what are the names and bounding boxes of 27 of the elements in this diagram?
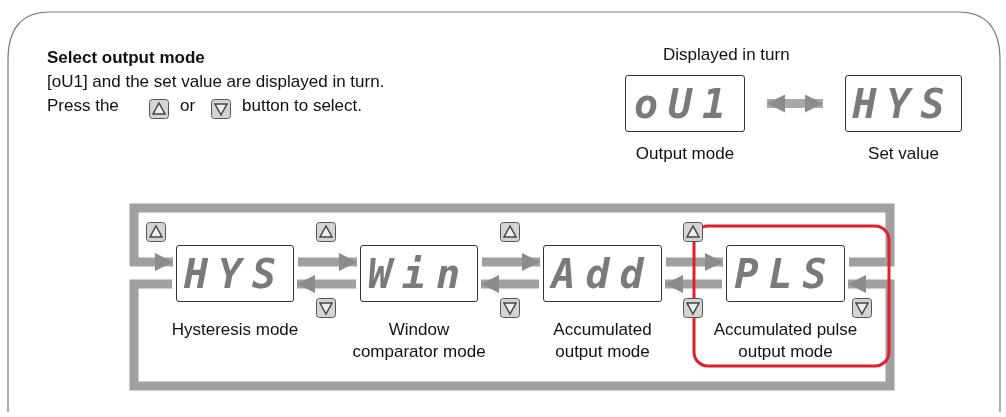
arrow <box>767 94 823 113</box>
mode-caption: Set value <box>867 143 940 165</box>
segment-display: HYS <box>176 245 294 302</box>
description-text: [oU1] and the set value are displayed in turn. <box>47 72 385 92</box>
arrow <box>665 275 722 293</box>
segment-display: Win <box>360 245 478 302</box>
heading: Select output mode <box>47 48 205 68</box>
mode-caption: Hysteresis mode <box>170 319 300 341</box>
arrow <box>129 203 895 271</box>
mode-caption: Window comparator mode <box>351 319 487 363</box>
mode-caption: Accumulated output mode <box>552 319 653 363</box>
arrow <box>482 253 540 271</box>
segment-display: PLS <box>726 245 845 302</box>
arrow <box>298 253 357 271</box>
mode-caption: Accumulated pulse output mode <box>712 319 859 363</box>
arrow <box>297 275 356 293</box>
mode-caption: Output mode <box>634 143 736 165</box>
instruction-text: button to select. <box>242 96 363 116</box>
arrow <box>129 275 895 391</box>
arrow <box>666 253 723 271</box>
segment-display: HYS <box>845 75 962 132</box>
segment-display: oU1 <box>625 75 745 132</box>
display-note: Displayed in turn <box>663 45 790 65</box>
segment-display: Add <box>543 245 662 302</box>
instruction-text: or <box>180 96 196 116</box>
instruction-text: Press the <box>47 96 119 116</box>
arrow <box>481 275 539 293</box>
